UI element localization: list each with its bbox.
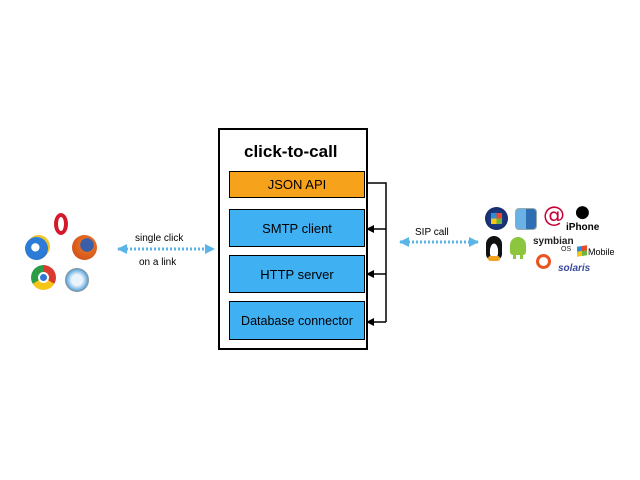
database-connector-module: Database connector <box>229 301 365 340</box>
sip-call-label: SIP call <box>415 227 449 238</box>
solaris-icon: solaris <box>558 263 591 274</box>
firefox-icon <box>72 235 97 260</box>
apple-icon: ● <box>575 202 590 222</box>
http-server-module: HTTP server <box>229 255 365 293</box>
smtp-client-module: SMTP client <box>229 209 365 247</box>
symbian-os-label: OS <box>561 246 572 253</box>
ubuntu-icon <box>536 254 551 269</box>
chrome-icon <box>31 265 56 290</box>
safari-icon <box>65 268 89 292</box>
iphone-label: iPhone <box>566 222 600 233</box>
mac-os-icon <box>515 208 537 230</box>
json-api-bus-line <box>365 182 387 322</box>
android-icon <box>510 237 526 259</box>
windows-mobile-label: Mobile <box>588 247 615 257</box>
linux-tux-icon <box>486 236 502 261</box>
system-title: click-to-call <box>244 142 338 161</box>
left-link-label-line1: single click <box>135 233 184 244</box>
left-link-label-line2: on a link <box>139 257 177 268</box>
opera-icon <box>54 213 68 235</box>
json-api-module: JSON API <box>229 171 365 198</box>
symbian-icon: symbian <box>533 236 574 247</box>
debian-icon: @ <box>543 203 565 228</box>
windows-icon <box>485 207 508 230</box>
internet-explorer-icon <box>25 237 48 260</box>
windows-mobile-icon <box>577 245 587 257</box>
